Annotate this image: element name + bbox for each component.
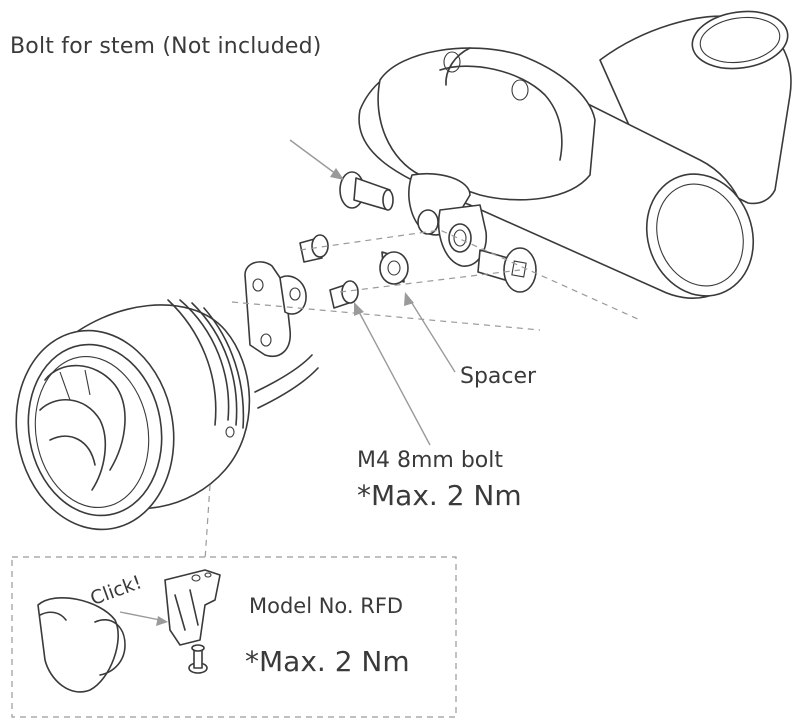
spacer: [379, 251, 409, 285]
assembly-axis-lines: [204, 229, 641, 561]
m4-bolt-upper: [299, 234, 329, 263]
handlebar-stem: [358, 10, 792, 299]
leader-arrows: [119, 139, 456, 626]
m4-bolt-label: M4 8mm bolt: [357, 448, 503, 473]
headlight-body: [15, 299, 319, 531]
model-number-label: Model No. RFD: [249, 594, 404, 618]
inset-screw: [188, 644, 208, 674]
m4-bolt-lower: [329, 280, 359, 309]
spacer-label: Spacer: [460, 364, 537, 389]
max-torque-inset-label: *Max. 2 Nm: [245, 645, 410, 678]
mount-bracket: [244, 261, 307, 357]
inset-box: [11, 556, 457, 718]
clip-bracket: [164, 569, 221, 646]
max-torque-main-label: *Max. 2 Nm: [357, 479, 522, 512]
stem-bolt: [339, 171, 394, 211]
clamp-bolt-right: [477, 247, 537, 293]
bolt-for-stem-label: Bolt for stem (Not included): [10, 34, 322, 59]
remote-switch-cap: [37, 597, 126, 693]
